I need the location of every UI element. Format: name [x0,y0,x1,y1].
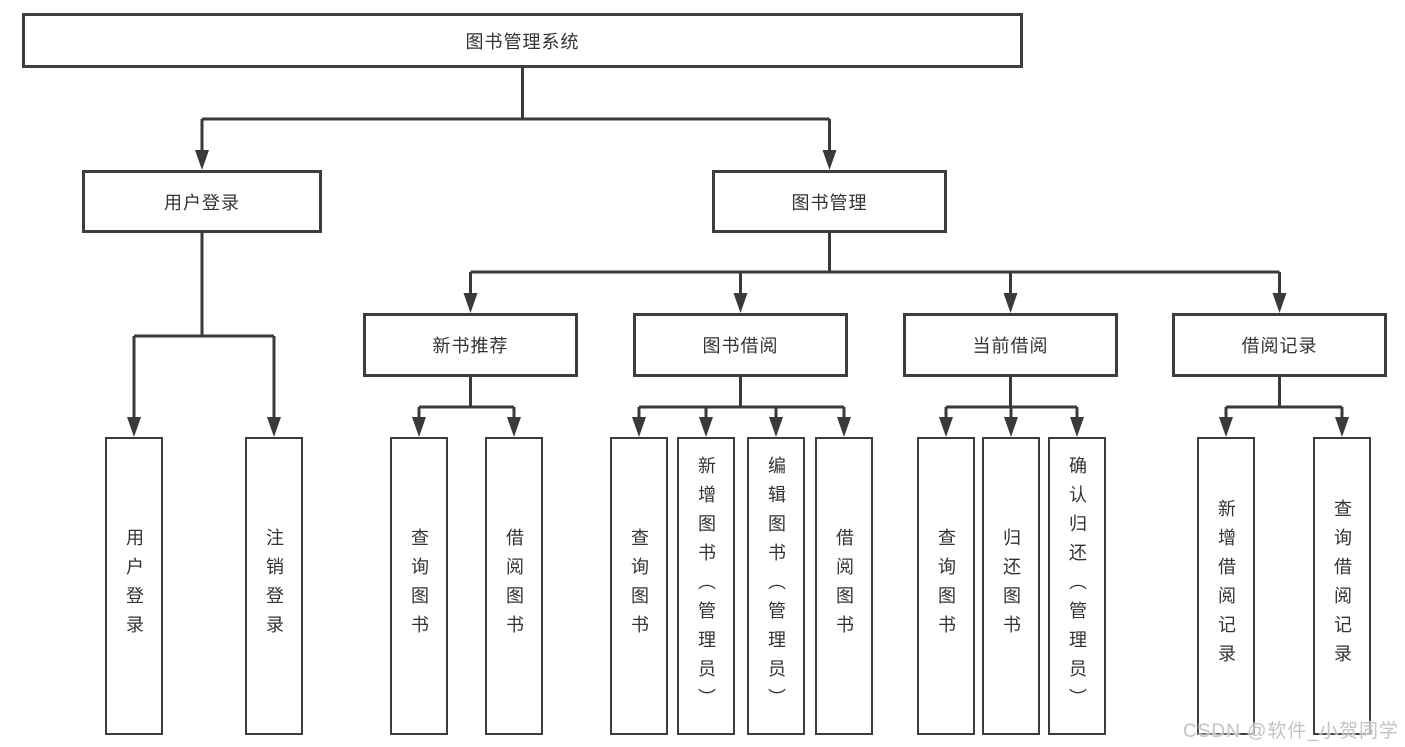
arrow-down-icon [1219,417,1233,437]
node-label: 用户登录 [124,528,144,644]
node-leaf-query-books-recommend: 查询图书 [390,437,448,735]
connector-path [469,233,1281,294]
connector-new-book-children [412,377,521,437]
connector-book-management-children [463,233,1287,313]
connector-current-borrow-children [939,377,1084,437]
node-leaf-confirm-return-admin: 确认归还（管理员） [1048,437,1106,735]
node-label: 查询图书 [629,528,649,644]
node-leaf-query-borrow-record: 查询借阅记录 [1313,437,1371,735]
node-book-management: 图书管理 [712,170,947,233]
node-label: 借阅图书 [504,528,524,644]
node-label: 查询图书 [409,528,429,644]
node-label: 借阅图书 [834,528,854,644]
node-leaf-borrow-books: 借阅图书 [815,437,873,735]
node-new-book-recommendation: 新书推荐 [363,313,578,377]
node-label: 查询图书 [936,528,956,644]
node-leaf-query-books-borrow: 查询图书 [610,437,668,735]
node-label: 图书借阅 [702,336,779,356]
arrow-down-icon [699,417,713,437]
node-label: 编辑图书（管理员） [766,455,786,717]
connector-user-login-children [127,233,281,437]
arrow-down-icon [507,417,521,437]
node-label: 新增借阅记录 [1216,499,1236,673]
arrow-down-icon [632,417,646,437]
arrow-down-icon [195,150,209,170]
node-label: 用户登录 [164,192,240,213]
arrow-down-icon [769,417,783,437]
arrow-down-icon [1335,417,1349,437]
node-leaf-user-login: 用户登录 [105,437,163,735]
node-label: 新书推荐 [432,336,509,356]
node-label: 注销登录 [264,528,284,644]
node-leaf-query-books-current: 查询图书 [917,437,975,735]
connector-root-to-level2 [195,68,837,170]
arrow-down-icon [837,417,851,437]
arrow-down-icon [1272,293,1287,313]
arrow-down-icon [127,417,141,437]
connector-book-borrow-children [632,377,851,437]
arrow-down-icon [1070,417,1084,437]
arrow-down-icon [1003,293,1018,313]
node-label: 查询借阅记录 [1332,499,1352,673]
node-current-borrowing: 当前借阅 [903,313,1118,377]
watermark: CSDN @软件_小贺同学 [1183,721,1399,742]
node-borrowing-records: 借阅记录 [1172,313,1387,377]
node-leaf-return-books: 归还图书 [982,437,1040,735]
node-label: 图书管理系统 [465,31,580,52]
connector-borrow-records-children [1219,377,1349,437]
arrow-down-icon [463,293,478,313]
node-leaf-add-book-admin: 新增图书（管理员） [677,437,735,735]
arrow-down-icon [733,293,748,313]
node-user-login: 用户登录 [82,170,322,233]
arrow-down-icon [412,417,426,437]
arrow-down-icon [267,417,281,437]
connector-path [637,377,846,418]
node-leaf-edit-book-admin: 编辑图书（管理员） [747,437,805,735]
arrow-down-icon [822,150,837,170]
connector-path [417,377,516,418]
arrow-down-icon [939,417,953,437]
node-leaf-add-borrow-record: 新增借阅记录 [1197,437,1255,735]
node-label: 确认归还（管理员） [1067,455,1087,717]
node-root: 图书管理系统 [22,13,1023,68]
node-book-borrowing: 图书借阅 [633,313,848,377]
node-label: 当前借阅 [972,336,1049,356]
connector-path [200,68,831,151]
node-leaf-logout: 注销登录 [245,437,303,735]
node-label: 借阅记录 [1241,336,1318,356]
node-label: 图书管理 [791,192,868,213]
node-leaf-borrow-books-recommend: 借阅图书 [485,437,543,735]
node-label: 新增图书（管理员） [696,455,716,717]
node-label: 归还图书 [1001,528,1021,644]
arrow-down-icon [1004,417,1018,437]
connector-path [944,377,1079,418]
connector-path [132,233,276,418]
connector-path [1224,377,1344,418]
